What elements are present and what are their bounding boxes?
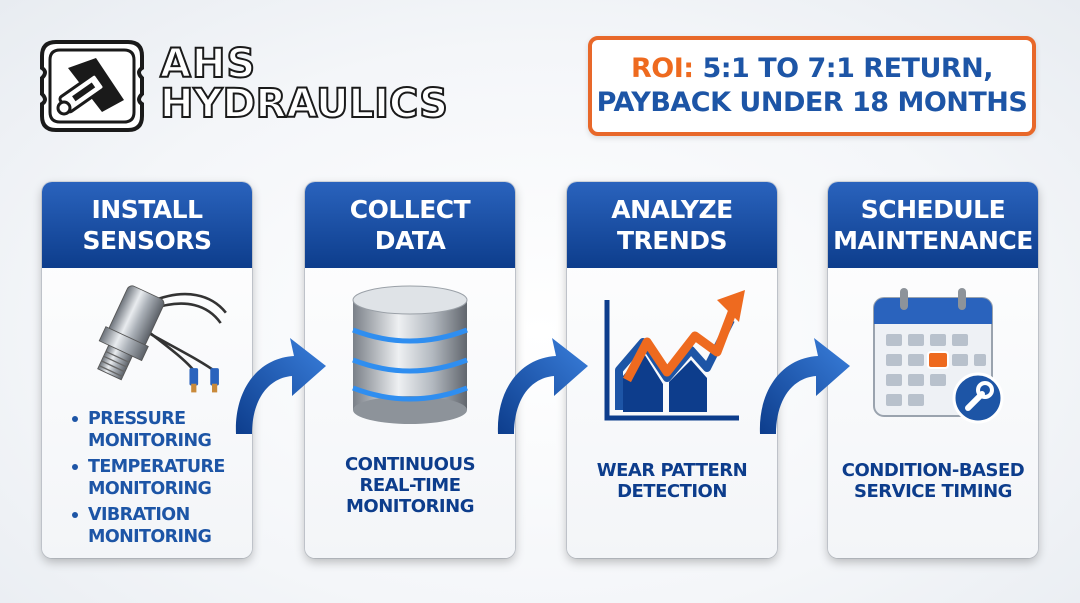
caption-line: REAL-TIME	[359, 475, 461, 496]
roi-callout: ROI: 5:1 TO 7:1 RETURN, PAYBACK UNDER 18…	[588, 36, 1036, 136]
roi-return-text: 5:1 TO 7:1 RETURN,	[693, 53, 994, 84]
caption-line: CONDITION-BASED	[841, 460, 1025, 481]
caption-line: CONTINUOUS	[344, 454, 476, 475]
step-header: COLLECT DATA	[305, 182, 515, 268]
step-title-line-2: DATA	[374, 226, 446, 255]
bullet-text-line-1: PRESSURE	[88, 409, 186, 429]
step-header: SCHEDULE MAINTENANCE	[828, 182, 1038, 268]
bullet-text-line-1: TEMPERATURE	[88, 457, 225, 477]
bullet-vibration: VIBRATION MONITORING	[72, 504, 250, 548]
step-title-line-1: ANALYZE	[611, 195, 733, 224]
step-card-schedule-maintenance: SCHEDULE MAINTENANCE CONDITION-BASED SER…	[828, 182, 1038, 558]
logo-text-hydraulics: HYDRAULICS	[159, 81, 449, 127]
bullet-text-line-2: MONITORING	[88, 431, 212, 451]
bullet-text-line-2: MONITORING	[88, 527, 212, 547]
pressure-sensor-icon	[97, 285, 227, 393]
hydraulic-cylinder-icon	[40, 40, 144, 132]
step-caption: WEAR PATTERN DETECTION	[567, 460, 777, 502]
roi-label: ROI:	[630, 53, 694, 84]
step-title-line-1: SCHEDULE	[860, 195, 1006, 224]
step-header: INSTALL SENSORS	[42, 182, 252, 268]
step-card-collect-data: COLLECT DATA CONTINUOUS REAL-TIME MONITO…	[305, 182, 515, 558]
bullet-pressure: PRESSURE MONITORING	[72, 408, 250, 452]
step-header: ANALYZE TRENDS	[567, 182, 777, 268]
sensor-bullet-list: PRESSURE MONITORING TEMPERATURE MONITORI…	[72, 408, 250, 552]
step-title-line-2: TRENDS	[616, 226, 728, 255]
curved-arrow-icon	[497, 338, 588, 434]
curved-arrow-icon	[235, 338, 326, 434]
curved-arrow-icon	[759, 338, 850, 434]
step-title-line-2: MAINTENANCE	[833, 226, 1033, 255]
logo-text-ahs: AHS	[159, 41, 257, 87]
bullet-text-line-2: MONITORING	[88, 479, 212, 499]
step-title-line-2: SENSORS	[82, 226, 212, 255]
step-caption: CONTINUOUS REAL-TIME MONITORING	[305, 454, 515, 517]
caption-line: DETECTION	[617, 481, 727, 502]
roi-line-2: PAYBACK UNDER 18 MONTHS	[596, 87, 1028, 118]
company-logo: AHS HYDRAULICS	[38, 38, 488, 134]
calendar-wrench-icon	[873, 288, 1004, 424]
caption-line: SERVICE TIMING	[854, 481, 1012, 502]
bullet-text-line-1: VIBRATION	[88, 505, 190, 525]
bullet-temperature: TEMPERATURE MONITORING	[72, 456, 250, 500]
roi-line-1: ROI: 5:1 TO 7:1 RETURN,	[630, 52, 994, 86]
step-card-install-sensors: INSTALL SENSORS PRESSURE MONITORING	[42, 182, 252, 558]
step-caption: CONDITION-BASED SERVICE TIMING	[828, 460, 1038, 502]
step-title-line-1: COLLECT	[349, 195, 471, 224]
trend-chart-icon	[604, 290, 745, 421]
step-title-line-1: INSTALL	[91, 195, 203, 224]
database-icon	[352, 285, 468, 424]
caption-line: MONITORING	[346, 496, 474, 517]
step-card-analyze-trends: ANALYZE TRENDS WEAR PATTERN DETECTION	[567, 182, 777, 558]
caption-line: WEAR PATTERN	[596, 460, 748, 481]
